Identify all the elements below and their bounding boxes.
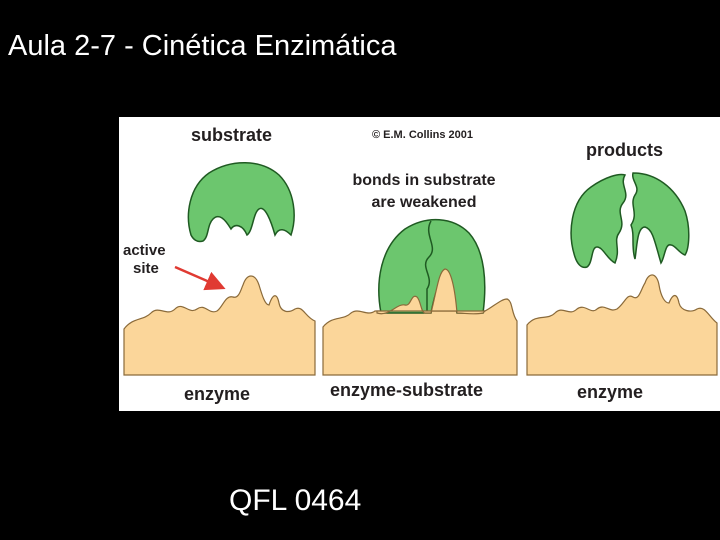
product-right-shape: [631, 173, 689, 263]
active-site-label-line2: site: [133, 260, 159, 277]
product-left-shape: [571, 175, 626, 268]
diagram-canvas: © E.M. Collins 2001 substrate active sit…: [119, 117, 720, 411]
enzyme-label-3: enzyme: [577, 382, 643, 402]
active-site-arrow: [175, 267, 221, 287]
bonds-label-line1: bonds in substrate: [352, 172, 495, 189]
copyright-label: © E.M. Collins 2001: [372, 129, 473, 141]
substrate-label: substrate: [191, 125, 272, 145]
enzyme-shape-1: [124, 276, 315, 375]
enzyme-shape-3: [527, 275, 717, 375]
active-site-label-line1: active: [123, 242, 166, 259]
products-label: products: [586, 140, 663, 160]
course-code: QFL 0464: [229, 484, 361, 518]
enzyme-label-1: enzyme: [184, 384, 250, 404]
enzyme-substrate-label: enzyme-substrate: [330, 380, 483, 400]
slide-title: Aula 2-7 - Cinética Enzimática: [8, 30, 396, 63]
enzyme-diagram: © E.M. Collins 2001 substrate active sit…: [119, 117, 720, 411]
substrate-bound-shape: [379, 220, 485, 313]
bonds-label-line2: are weakened: [372, 194, 477, 211]
substrate-shape: [188, 163, 294, 242]
